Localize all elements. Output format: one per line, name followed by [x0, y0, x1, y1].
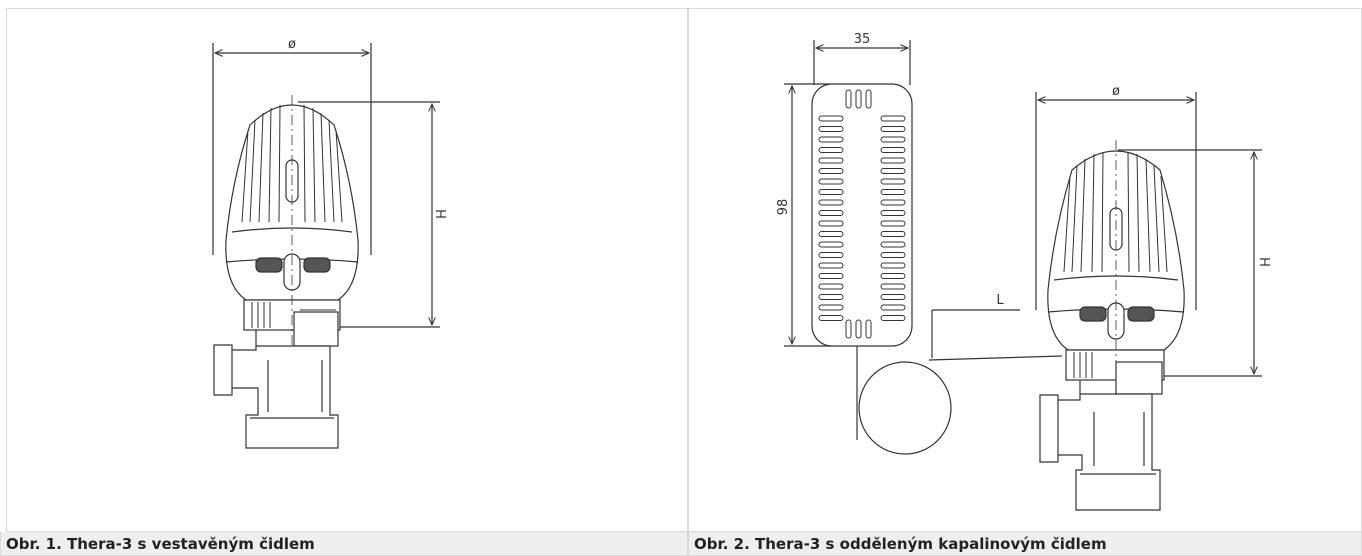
sensor-slot-right: [880, 147, 906, 153]
sensor-slot-right: [880, 315, 906, 321]
sensor-slot-left: [818, 126, 844, 132]
sensor-slot-right: [880, 199, 906, 206]
sensor-slot-left: [818, 273, 844, 279]
sensor-slot-right: [880, 178, 906, 185]
fig1-grip-ribs: [241, 104, 343, 223]
sensor-slot-right: [880, 126, 906, 132]
sensor-slot-top: [845, 89, 852, 109]
sensor-slot-right: [880, 252, 906, 258]
fig2-diameter-label: ø: [1112, 84, 1120, 99]
sensor-slot-right: [880, 210, 906, 216]
figure-2-caption: Obr. 2. Thera-3 s odděleným kapalinovým …: [688, 532, 1362, 556]
sensor-slot-right: [880, 294, 906, 300]
sensor-slot-right: [880, 231, 906, 237]
fig1-height-dimension: H: [298, 101, 450, 328]
sensor-slot-left: [818, 210, 844, 216]
sensor-slot-left: [818, 136, 844, 143]
sensor-slot-top: [865, 89, 872, 109]
sensor-slot-right: [880, 273, 906, 279]
figure-2-drawing: 35 98 L: [776, 32, 1274, 511]
sensor-slot-right: [880, 304, 906, 311]
sensor-slot-right: [880, 189, 906, 195]
fig2-grip-ribs: [1063, 151, 1168, 273]
fig2-sensor-slots: [818, 89, 906, 339]
sensor-slot-right: [880, 136, 906, 143]
sensor-slot-left: [818, 115, 844, 122]
sensor-slot-left: [818, 231, 844, 237]
sensor-slot-right: [880, 220, 906, 227]
figure-1-drawing: ø H: [212, 37, 450, 449]
fig1-diameter-dimension: ø: [212, 37, 372, 255]
sensor-slot-left: [818, 283, 844, 290]
fig2-height-dimension: H: [1118, 149, 1274, 377]
sensor-slot-bottom: [845, 319, 852, 339]
sensor-slot-right: [880, 157, 906, 164]
sensor-slot-left: [818, 262, 844, 269]
sensor-slot-right: [880, 168, 906, 174]
fig2-sensor-width-label: 35: [854, 32, 871, 47]
sensor-slot-left: [818, 178, 844, 185]
sensor-slot-left: [818, 220, 844, 227]
sensor-slot-left: [818, 304, 844, 311]
sensor-slot-left: [818, 189, 844, 195]
sensor-slot-left: [818, 241, 844, 248]
sensor-slot-bottom: [855, 319, 862, 339]
sensor-slot-left: [818, 252, 844, 258]
fig2-liquid-sensor: [811, 83, 913, 347]
fig2-sensor-height-dimension: 98: [776, 83, 830, 347]
figure-1-caption: Obr. 1. Thera-3 s vestavěným čidlem: [0, 532, 688, 556]
fig2-sensor-width-dimension: 35: [813, 32, 911, 85]
fig2-height-label: H: [1259, 257, 1274, 267]
sensor-slot-left: [818, 294, 844, 300]
fig1-diameter-label: ø: [288, 37, 296, 52]
sensor-slot-left: [818, 315, 844, 321]
sensor-slot-left: [818, 168, 844, 174]
sensor-slot-right: [880, 241, 906, 248]
fig2-diameter-dimension: ø: [1035, 84, 1197, 310]
sensor-slot-top: [855, 89, 862, 109]
sensor-slot-left: [818, 147, 844, 153]
sensor-slot-right: [880, 115, 906, 122]
fig1-height-label: H: [435, 209, 450, 219]
sensor-slot-right: [880, 283, 906, 290]
sensor-slot-left: [818, 157, 844, 164]
fig2-capillary-length-label: L: [996, 293, 1004, 308]
fig1-valve-body: [213, 299, 341, 449]
fig2-capillary-tube: L: [856, 293, 1063, 455]
sensor-slot-left: [818, 199, 844, 206]
figure-2-panel: [688, 8, 1362, 532]
fig2-sensor-height-label: 98: [776, 199, 791, 216]
fig1-limiter-pins: [255, 253, 331, 291]
sensor-slot-right: [880, 262, 906, 269]
sensor-slot-bottom: [865, 319, 872, 339]
technical-drawing: ø H: [212, 32, 1274, 511]
fig2-valve-body: [1039, 349, 1165, 511]
